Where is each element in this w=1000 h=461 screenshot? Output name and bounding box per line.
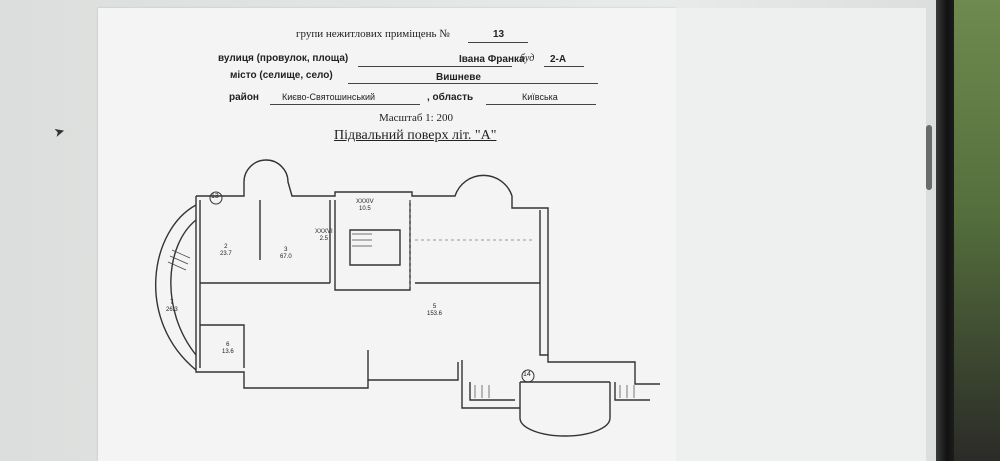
group-number: 13: [493, 29, 505, 40]
room-area: 10.5: [359, 206, 371, 212]
room-number: 6: [226, 342, 230, 348]
region-value: Київська: [522, 92, 558, 102]
room-number: XXXIV: [356, 199, 374, 205]
street-label: вулиця (провулок, площа): [218, 53, 349, 64]
room-area: 13.6: [222, 349, 234, 355]
marker-14: 14: [523, 371, 531, 378]
monitor-bezel: [936, 0, 954, 461]
room-label: 3 67.0: [280, 247, 292, 261]
room-label: 6 13.6: [222, 342, 234, 356]
region-label: , область: [427, 92, 474, 103]
room-number: XXXVI: [315, 229, 333, 235]
room-label: 5 153.6: [427, 304, 442, 318]
background-wall: [954, 0, 1000, 461]
room-label: 7 26.3: [166, 300, 178, 314]
room-area: 26.3: [166, 307, 178, 313]
group-line-label: групи нежитлових приміщень №: [296, 28, 450, 40]
room-label: 2 23.7: [220, 244, 232, 258]
district-label: район: [229, 92, 259, 103]
room-number: 3: [284, 247, 288, 253]
street-value: Івана Франка: [459, 54, 525, 65]
scrollbar-thumb[interactable]: [926, 125, 932, 190]
room-label: XXXVI 2.5: [315, 229, 333, 243]
room-area: 2.5: [319, 236, 329, 242]
building-value: 2-А: [550, 54, 567, 65]
plan-scale: Масштаб 1: 200: [379, 112, 453, 124]
room-area: 67.0: [280, 254, 292, 260]
room-label: XXXIV 10.5: [356, 199, 374, 213]
room-number: 2: [224, 244, 228, 250]
building-label: буд: [520, 53, 535, 64]
document-page-margin: [676, 8, 926, 461]
room-number: 5: [432, 304, 437, 310]
room-number: 7: [170, 300, 174, 306]
city-value: Вишневе: [436, 72, 481, 83]
room-area: 23.7: [220, 251, 232, 257]
plan-title: Підвальний поверх літ. "А": [334, 128, 497, 143]
district-value: Києво-Святошинський: [282, 92, 376, 102]
room-area: 153.6: [427, 311, 443, 317]
city-label: місто (селище, село): [230, 70, 333, 81]
marker-13: 13: [211, 193, 219, 200]
